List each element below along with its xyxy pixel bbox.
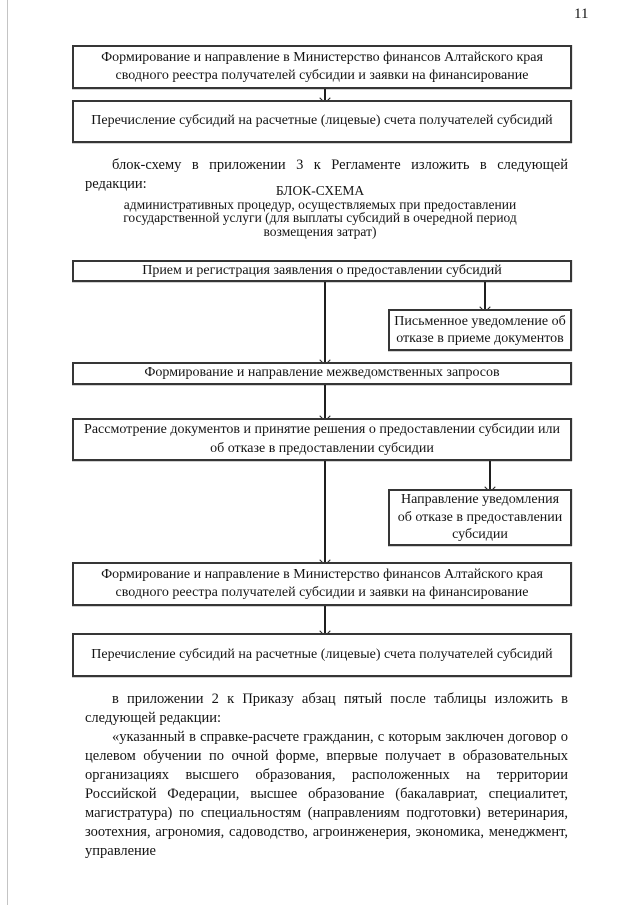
flow-arrow-registry-to-transfer (324, 606, 326, 633)
flow-box-reception: Прием и регистрация заявления о предоста… (72, 260, 572, 282)
flow-box-written-refusal: Письменное уведомление об отказе в прием… (388, 309, 572, 351)
flow-arrow-interagency-to-review (324, 385, 326, 418)
intro-paragraph-text: блок-схему в приложении 3 к Регламенте и… (85, 157, 568, 192)
flow-box-interagency: Формирование и направление межведомствен… (72, 362, 572, 385)
scheme-heading: БЛОК-СХЕМА административных процедур, ос… (60, 184, 580, 238)
flow-arrow-review-to-registry (324, 461, 326, 562)
closing-paragraph-intro: в приложении 2 к Приказу абзац пятый пос… (85, 691, 568, 726)
scheme-subtitle-line1: административных процедур, осуществляемы… (123, 196, 517, 212)
flow-arrow-reception-to-interagency (324, 282, 326, 362)
closing-paragraphs: в приложении 2 к Приказу абзац пятый пос… (85, 690, 568, 861)
scheme-subtitle-line2: государственной услуги (для выплаты субс… (123, 210, 517, 225)
scheme-title: БЛОК-СХЕМА (275, 183, 365, 198)
flow-box-review: Рассмотрение документов и принятие решен… (72, 418, 572, 461)
flow-box-transfer-top: Перечисление субсидий на расчетные (лице… (72, 100, 572, 143)
intro-paragraph: блок-схему в приложении 3 к Регламенте и… (85, 156, 568, 194)
scheme-subtitle-line3: возмещения затрат) (263, 223, 377, 239)
flow-arrow-registry-to-transfer-top (324, 89, 326, 100)
flow-box-registry: Формирование и направление в Министерств… (72, 562, 572, 606)
flow-box-refusal-notice: Направление уведомления об отказе в пред… (388, 489, 572, 546)
flow-arrow-reception-to-written-refusal (484, 282, 486, 309)
flow-arrow-review-to-refusal-notice (489, 461, 491, 489)
scan-artifact-line (7, 0, 8, 905)
flow-box-registry-top: Формирование и направление в Министерств… (72, 45, 572, 89)
page-number: 11 (574, 6, 589, 22)
closing-paragraph-quote: «указанный в справке-расчете гражданин, … (85, 729, 568, 859)
flow-box-transfer: Перечисление субсидий на расчетные (лице… (72, 633, 572, 677)
